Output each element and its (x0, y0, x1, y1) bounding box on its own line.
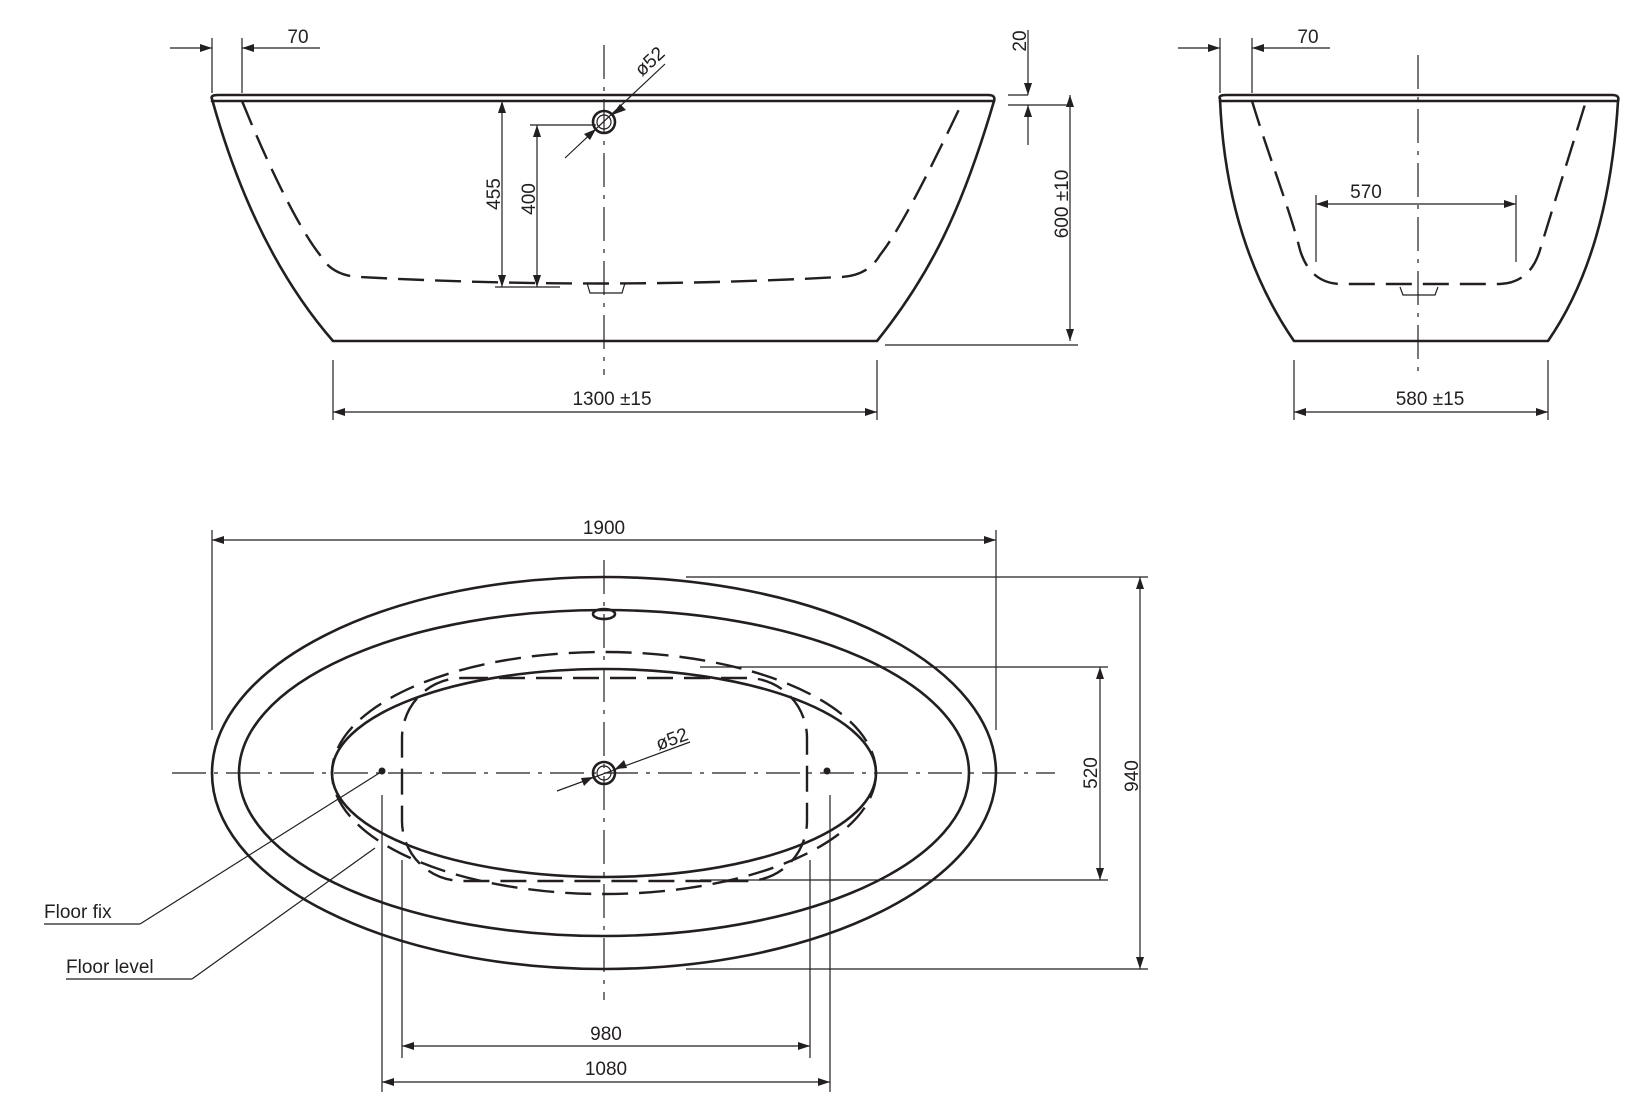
side-view-rim-width-label: 70 (287, 27, 308, 48)
top-view-floor-level-length-label: 1080 (585, 1059, 627, 1080)
end-view: 70 570 580 ±15 (1178, 27, 1620, 420)
side-view-drain-diameter-label: ø52 (631, 43, 669, 81)
side-view-drain (586, 282, 626, 294)
floor-fix-label: Floor fix (44, 902, 112, 923)
side-view-basin-hidden (240, 100, 965, 285)
floor-fix-point-right (823, 767, 831, 775)
top-view: 1900 940 520 ø52 980 1080 (44, 518, 1148, 1092)
top-view-total-length-label: 1900 (583, 518, 625, 539)
side-view: 70 ø52 455 400 20 600 ±10 (170, 27, 1078, 420)
side-view-total-height-label: 600 ±10 (1052, 170, 1073, 239)
end-view-drain (1399, 286, 1439, 296)
floor-level-label: Floor level (66, 957, 154, 978)
top-view-floor-hidden (400, 676, 809, 883)
end-view-inner-bottom-width-label: 570 (1350, 182, 1382, 203)
side-view-overflow-height-label: 455 (484, 178, 505, 210)
side-view-inner-depth-label: 400 (519, 183, 540, 215)
top-view-drain-diameter-label: ø52 (653, 724, 691, 755)
side-view-base-length-label: 1300 ±15 (572, 389, 651, 410)
end-view-basin-hidden (1250, 100, 1588, 286)
end-view-base-width-label: 580 ±15 (1396, 389, 1465, 410)
top-view-total-width-label: 940 (1122, 760, 1143, 792)
end-view-outline (1218, 93, 1620, 343)
end-view-rim-width-label: 70 (1297, 27, 1318, 48)
top-view-floor-fix-spacing-label: 980 (590, 1024, 622, 1045)
side-view-outline (210, 93, 996, 343)
side-view-rim-height-label: 20 (1010, 30, 1031, 51)
top-view-inner-width-label: 520 (1081, 757, 1102, 789)
